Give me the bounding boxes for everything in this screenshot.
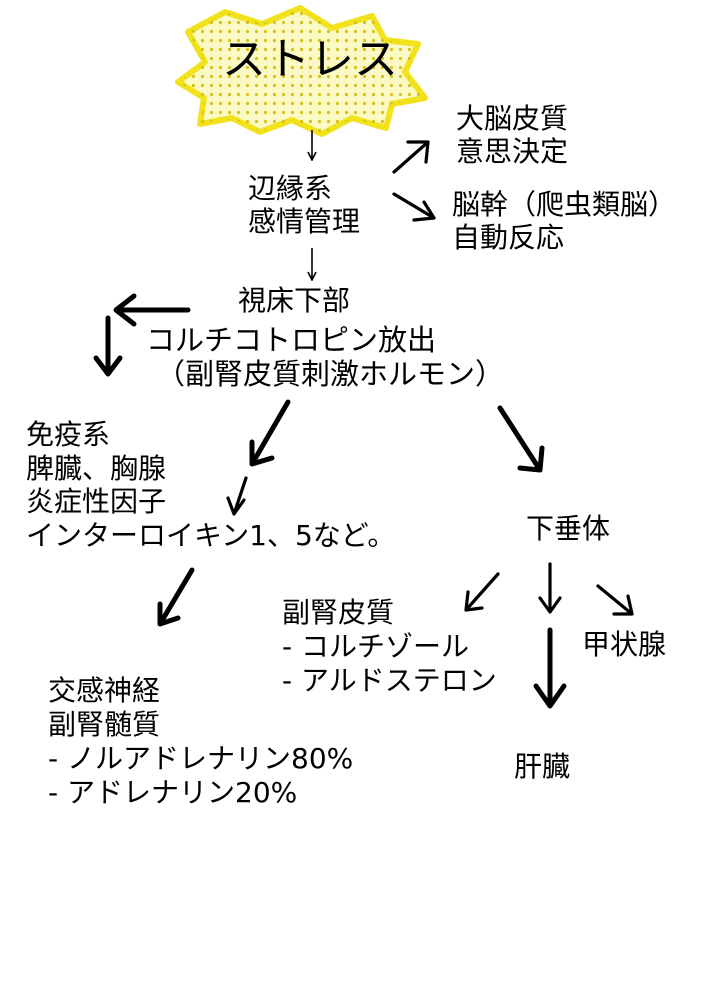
pituitary-label: 下垂体 <box>526 512 611 545</box>
sympathetic-line-2: 副腎髄質 <box>48 708 161 742</box>
pituitary-node: 下垂体 <box>526 512 610 545</box>
immune-node: 免疫系 脾臓、胸腺 炎症性因子 インターロイキン1、5など。 <box>26 418 395 552</box>
adrenal-cortex-node: 副腎皮質 - コルチゾール - アルドステロン <box>282 596 497 698</box>
stress-title: ストレス <box>222 34 398 85</box>
cortex-node: 大脳皮質 意思決定 <box>456 102 568 168</box>
arrow-to-liver <box>533 627 567 709</box>
sympathetic-line-3: - ノルアドレナリン80% <box>48 742 354 776</box>
limbic-node: 辺縁系 感情管理 <box>248 172 360 238</box>
hypothalamus-label: 視床下部 <box>238 284 351 317</box>
hypothalamus-node: 視床下部 <box>238 284 350 317</box>
thyroid-label: 甲状腺 <box>582 628 667 661</box>
arrow-crh-to-immune <box>249 399 291 467</box>
brainstem-line-1: 脳幹（爬虫類脳） <box>452 188 677 221</box>
cortex-line-2: 意思決定 <box>456 135 569 169</box>
adrenal-line-1: 副腎皮質 <box>282 596 395 629</box>
arrow-pituitary-down <box>538 562 562 614</box>
limbic-line-2: 感情管理 <box>248 205 361 239</box>
brainstem-node: 脳幹（爬虫類脳） 自動反応 <box>452 188 676 254</box>
arrow-crh-to-pituitary <box>497 405 545 473</box>
sympathetic-node: 交感神経 副腎髄質 - ノルアドレナリン80% - アドレナリン20% <box>48 674 353 811</box>
thyroid-node: 甲状腺 <box>582 628 666 661</box>
crh-node: コルチコトロピン放出 （副腎皮質刺激ホルモン） <box>146 323 504 391</box>
arrow-hypothalamus-left <box>113 293 191 327</box>
sympathetic-line-4: - アドレナリン20% <box>48 776 298 810</box>
liver-label: 肝臓 <box>514 750 571 783</box>
arrow-pituitary-to-thyroid <box>596 584 634 616</box>
arrow-small-to-immune <box>226 476 248 516</box>
limbic-line-1: 辺縁系 <box>248 172 333 205</box>
stress-burst <box>175 5 428 137</box>
adrenal-line-3: - アルドステロン <box>282 664 497 698</box>
sympathetic-line-1: 交感神経 <box>48 674 161 707</box>
immune-line-1: 免疫系 <box>26 418 111 451</box>
crh-line-2: （副腎皮質刺激ホルモン） <box>156 357 505 392</box>
adrenal-line-2: - コルチゾール <box>282 630 470 664</box>
crh-line-1: コルチコトロピン放出 <box>146 323 437 357</box>
arrow-left-down <box>93 315 123 377</box>
immune-line-3: 炎症性因子 <box>26 485 167 519</box>
arrow-limbic-to-cortex <box>392 140 430 174</box>
arrow-limbic-to-brainstem <box>392 192 436 222</box>
arrow-pituitary-to-adrenal <box>464 572 500 612</box>
immune-line-2: 脾臓、胸腺 <box>26 451 167 485</box>
cortex-line-1: 大脳皮質 <box>456 102 569 135</box>
immune-line-4: インターロイキン1、5など。 <box>26 518 396 552</box>
liver-node: 肝臓 <box>514 750 570 783</box>
arrow-immune-to-sympathetic <box>157 567 195 627</box>
brainstem-line-2: 自動反応 <box>452 221 565 255</box>
